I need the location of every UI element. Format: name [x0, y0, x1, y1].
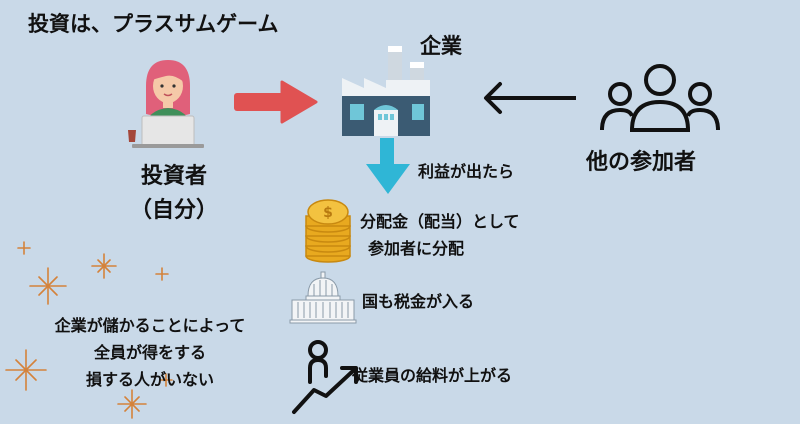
factory-icon: [330, 40, 442, 144]
conclusion-line3: 損する人がいない: [85, 370, 214, 389]
investor-to-company-arrow: [232, 80, 320, 128]
conclusion-text: 企業が儲かることによって 全員が得をする 損する人がいない: [0, 312, 300, 393]
tax-label: 国も税金が入る: [362, 292, 475, 311]
dividend-label-line1: 分配金（配当）として: [360, 212, 520, 231]
sparkle-decoration: [0, 230, 190, 424]
investor-icon: [128, 56, 208, 156]
dividend-label: 分配金（配当）として 参加者に分配: [360, 208, 520, 262]
investor-label: 投資者 （自分）: [122, 160, 226, 228]
conclusion-line2: 全員が得をする: [93, 343, 206, 362]
profit-down-arrow: [364, 138, 412, 202]
others-to-company-arrow: [480, 82, 580, 118]
dividend-label-line2: 参加者に分配: [368, 239, 465, 258]
capitol-building-icon: [289, 270, 357, 328]
conclusion-line1: 企業が儲かることによって: [54, 316, 246, 335]
coin-stack-icon: $: [300, 198, 356, 268]
others-label: 他の参加者: [586, 150, 697, 175]
salary-label: 従業員の給料が上がる: [352, 366, 513, 385]
page-title: 投資は、プラスサムゲーム: [28, 12, 279, 36]
salary-growth-icon: [290, 338, 362, 420]
profit-label: 利益が出たら: [418, 162, 515, 181]
investor-label-line2: （自分）: [129, 198, 218, 223]
company-label: 企業: [420, 34, 462, 58]
group-of-people-icon: [600, 58, 720, 142]
investor-label-line1: 投資者: [140, 164, 207, 189]
svg-text:$: $: [323, 205, 333, 221]
